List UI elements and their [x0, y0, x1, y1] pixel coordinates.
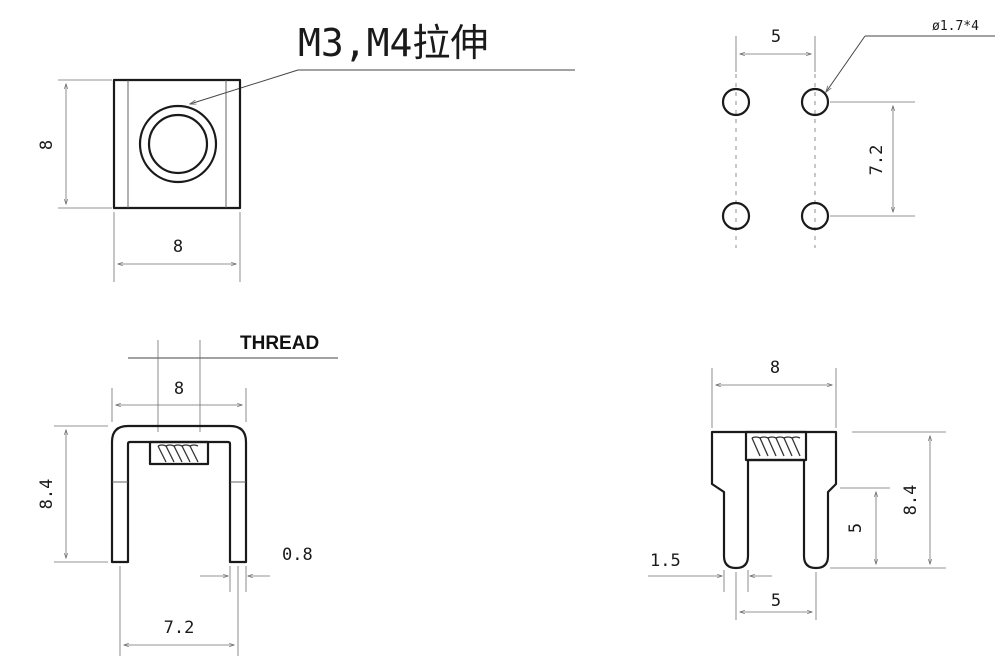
hole-callout-leader: [826, 35, 866, 92]
side-view-leg-pitch-label: 5: [771, 591, 781, 611]
side-view-height-label: 8.4: [901, 485, 921, 516]
footprint-hole-top-right: [800, 87, 830, 117]
footprint-hole-bottom-right: [800, 201, 830, 231]
thread-label: THREAD: [240, 333, 319, 354]
front-view-thickness-label: 0.8: [282, 545, 313, 565]
front-view-width-label: 8: [174, 379, 184, 399]
side-view-thread-insert: [744, 430, 808, 462]
side-view-leg-length-label: 5: [846, 523, 866, 533]
front-view-span-label: 7.2: [164, 618, 195, 638]
title-leader-arrow-line: [190, 69, 299, 104]
footprint-hole-top-left: [721, 87, 751, 117]
side-view-thread-spring: [751, 436, 801, 457]
thread-hole-inner: [147, 113, 209, 175]
side-view-leg-width-label: 1.5: [650, 551, 681, 571]
top-view-width-label: 8: [173, 237, 183, 257]
thread-insert: [148, 440, 210, 466]
side-view-width-label: 8: [770, 358, 780, 378]
thread-hole-outer: [138, 104, 218, 184]
top-view-title: M3,M4拉伸: [298, 21, 488, 65]
top-view-height-label: 8: [37, 140, 57, 150]
footprint-pitch-y-label: 7.2: [867, 145, 887, 176]
top-view-body: [112, 78, 242, 210]
front-view-height-label: 8.4: [37, 479, 57, 510]
footprint-hole-bottom-left: [721, 201, 751, 231]
side-view-group: 8 8.4 5 1.5 5: [648, 358, 946, 620]
front-view-group: THREAD 8 8.4 0.8 7.2: [37, 333, 338, 656]
footprint-pitch-x-label: 5: [771, 27, 781, 47]
hole-callout-label: ø1.7*4: [932, 19, 979, 34]
front-view-body: [110, 424, 248, 564]
thread-spring: [157, 444, 199, 463]
footprint-group: 5 ø1.7*4 7.2: [721, 19, 995, 248]
top-view-group: M3,M4拉伸 8 8: [37, 21, 575, 282]
